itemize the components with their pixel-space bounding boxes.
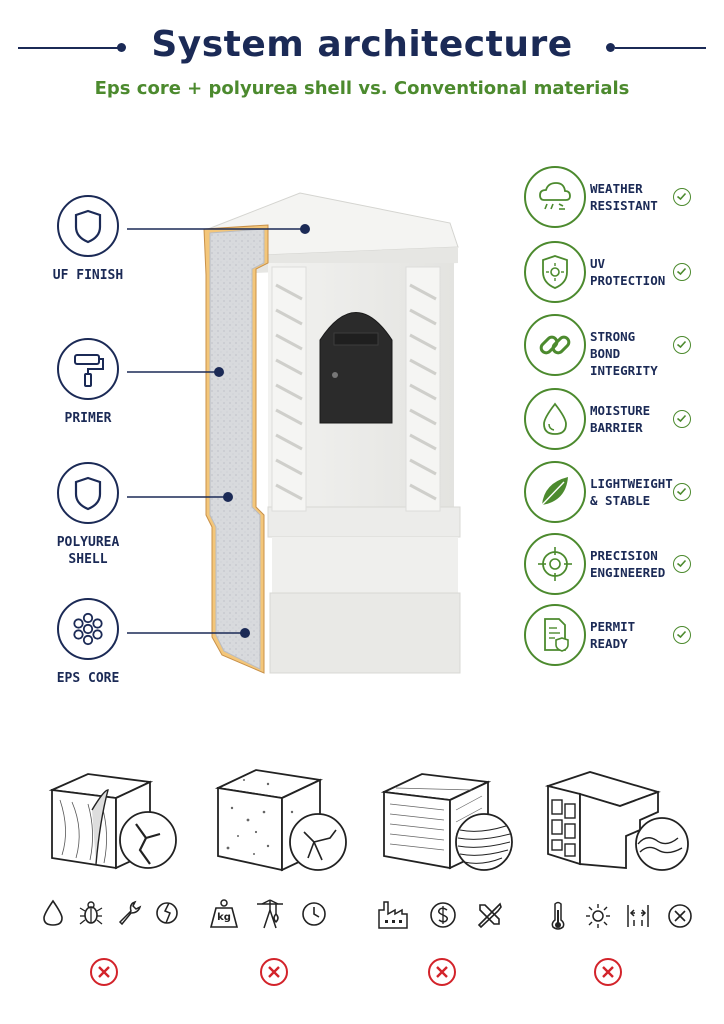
page-title: System architecture — [151, 24, 573, 65]
layer-uf-finish: UF FINISH — [28, 195, 148, 284]
x-circle-icon — [428, 958, 456, 986]
material-concrete: kg — [208, 760, 358, 1000]
feature-label: MOISTURE — [590, 403, 651, 418]
layer-label: PRIMER — [64, 411, 112, 426]
feature-permit-ready: PERMIT READY — [524, 604, 699, 666]
check-circle-icon — [673, 410, 691, 428]
feature-weather-resistant: WEATHER RESISTANT — [524, 166, 699, 228]
title-rule-right — [615, 47, 706, 49]
feature-label: & STABLE — [590, 493, 651, 508]
feature-strong-bond: STRONG BOND INTEGRITY — [524, 314, 699, 378]
layer-icon-circle — [57, 462, 119, 524]
factory-icon — [378, 901, 408, 929]
shield-icon — [74, 209, 102, 244]
beads-icon — [73, 612, 103, 646]
feature-label: ENGINEERED — [590, 565, 666, 580]
feature-icon-circle — [524, 314, 586, 376]
weather-cloud-icon — [539, 182, 571, 210]
feature-icon-circle — [524, 604, 586, 666]
feature-label: STRONG BOND — [590, 329, 636, 361]
pvc-profile-icon — [544, 771, 689, 871]
feature-label: INTEGRITY — [590, 363, 658, 378]
feature-icon-circle — [524, 241, 586, 303]
uv-shield-icon — [542, 255, 568, 289]
x-circle-icon — [594, 958, 622, 986]
layer-primer: PRIMER — [28, 338, 148, 427]
feature-precision-engineered: PRECISION ENGINEERED — [524, 533, 699, 595]
document-shield-icon — [544, 618, 569, 652]
feature-uv-protection: UV PROTECTION — [524, 241, 699, 303]
layer-connector-lines — [127, 224, 310, 638]
water-drop-icon — [43, 899, 63, 926]
title-dot-right — [606, 43, 615, 52]
material-pvc — [540, 760, 700, 1000]
layer-label: POLYUREA — [56, 535, 120, 550]
wrench-icon — [118, 900, 142, 926]
expansion-icon — [627, 905, 649, 927]
water-drop-icon — [543, 402, 567, 435]
feature-label: BARRIER — [590, 420, 643, 435]
feature-label: LIGHTWEIGHT — [590, 476, 673, 491]
feature-label: PRECISION — [590, 548, 658, 563]
feature-label: RESISTANT — [590, 198, 658, 213]
layer-polyurea-shell: POLYUREA SHELL — [28, 462, 148, 568]
x-circle-icon — [90, 958, 118, 986]
thermometer-icon — [551, 901, 565, 930]
feature-icon-circle — [524, 533, 586, 595]
crane-icon — [257, 899, 283, 929]
title-rule-left — [18, 47, 118, 49]
check-circle-icon — [673, 188, 691, 206]
feature-label: UV — [590, 256, 606, 271]
layer-icon-circle — [57, 195, 119, 257]
crosshair-icon — [538, 547, 572, 581]
weight-kg-icon: kg — [208, 898, 240, 930]
layer-label: EPS CORE — [56, 671, 120, 686]
weight-label: kg — [217, 912, 231, 923]
crack-icon — [156, 902, 178, 924]
layer-eps-core: EPS CORE — [28, 598, 148, 687]
feature-label: READY — [590, 636, 628, 651]
check-circle-icon — [673, 336, 691, 354]
wood-block-icon — [48, 773, 177, 870]
material-wood — [40, 760, 190, 1000]
layer-icon-circle — [57, 338, 119, 400]
clock-icon — [302, 902, 326, 926]
shield-icon — [74, 476, 102, 511]
check-circle-icon — [673, 263, 691, 281]
sun-icon — [586, 904, 610, 928]
page-subtitle: Eps core + polyurea shell vs. Convention… — [94, 78, 630, 99]
check-circle-icon — [673, 626, 691, 644]
feature-label: WEATHER — [590, 181, 643, 196]
feature-icon-circle — [524, 388, 586, 450]
feature-label: PROTECTION — [590, 273, 666, 288]
dollar-icon — [430, 902, 456, 928]
layer-label: SHELL — [68, 552, 108, 567]
feature-lightweight-stable: LIGHTWEIGHT & STABLE — [524, 461, 699, 523]
feature-icon-circle — [524, 166, 586, 228]
layer-label: UF FINISH — [52, 268, 124, 283]
paint-roller-icon — [74, 354, 104, 387]
tools-icon — [477, 902, 502, 929]
concrete-block-icon — [214, 769, 347, 872]
feature-moisture-barrier: MOISTURE BARRIER — [524, 388, 699, 450]
layer-icon-circle — [57, 598, 119, 660]
check-circle-icon — [673, 555, 691, 573]
check-circle-icon — [673, 483, 691, 501]
leaf-icon — [539, 477, 568, 508]
bug-icon — [79, 901, 103, 925]
feature-label: PERMIT — [590, 619, 636, 634]
material-stone — [376, 760, 526, 1000]
x-circle-outline-icon — [668, 904, 692, 928]
mailbox-column-illustration — [203, 192, 461, 674]
title-dot-left — [117, 43, 126, 52]
feature-icon-circle — [524, 461, 586, 523]
x-circle-icon — [260, 958, 288, 986]
chain-link-icon — [539, 335, 571, 355]
stone-block-icon — [380, 773, 513, 871]
